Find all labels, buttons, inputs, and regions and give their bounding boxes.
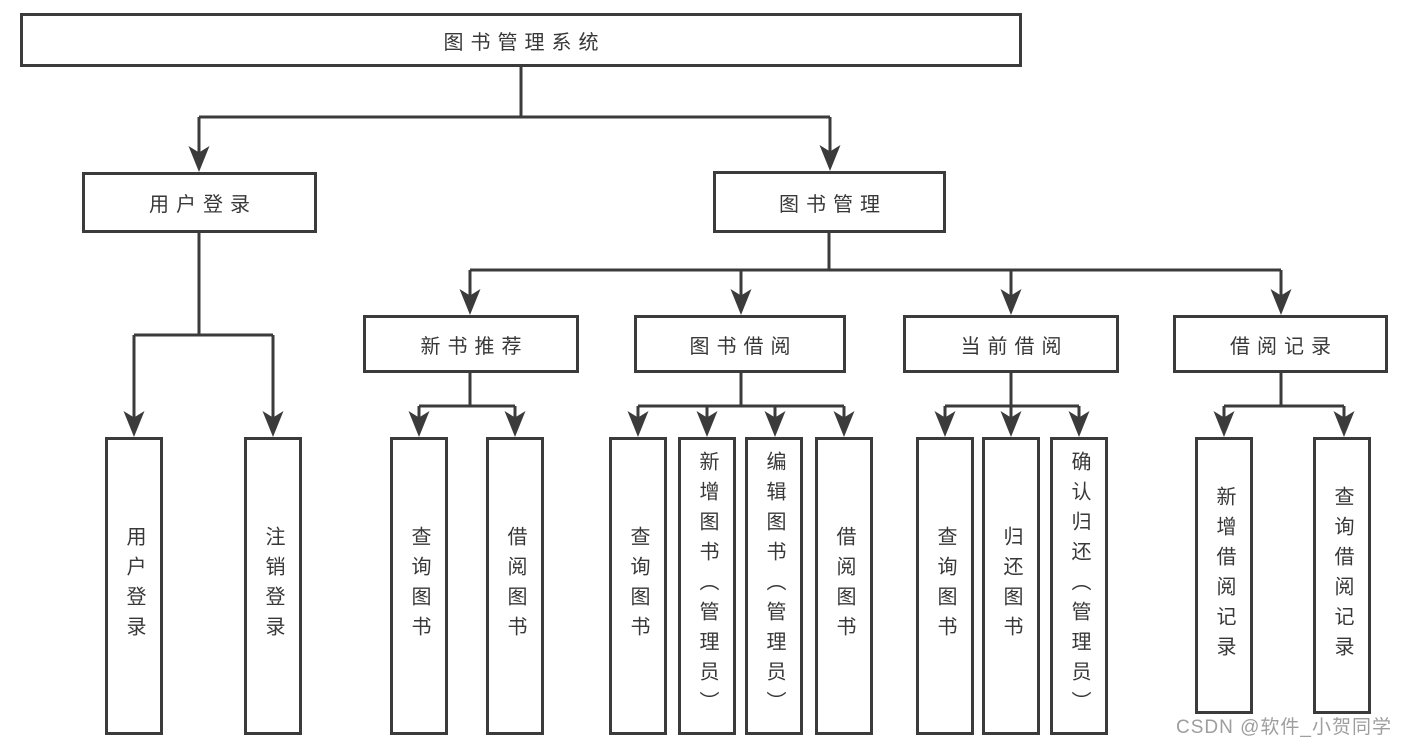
arrowhead-icon xyxy=(123,411,145,437)
leaf-query-books-borrowing-label: 查询图书 xyxy=(627,526,649,646)
node-book-management-label: 图书管理 xyxy=(779,193,887,216)
arrowheads xyxy=(123,145,1355,437)
arrowhead-icon xyxy=(262,411,284,437)
leaf-return-books-label: 归还图书 xyxy=(1000,526,1022,646)
leaf-query-borrow-record-label: 查询借阅记录 xyxy=(1331,485,1353,666)
node-book-borrowing-label: 图书借阅 xyxy=(689,335,798,358)
leaf-logout-label: 注销登录 xyxy=(262,526,284,646)
leaf-logout: 注销登录 xyxy=(244,437,302,735)
node-root: 图书管理系统 xyxy=(20,13,1022,67)
leaf-add-books-admin-label: 新增图书（管理员） xyxy=(696,451,718,721)
leaf-query-books-recommend-label: 查询图书 xyxy=(408,526,430,646)
node-book-borrowing: 图书借阅 xyxy=(634,315,846,373)
node-user-login: 用户登录 xyxy=(82,172,317,233)
arrowhead-icon xyxy=(188,146,210,172)
tree-edges xyxy=(132,67,1346,421)
leaf-query-books-current-label: 查询图书 xyxy=(934,526,956,646)
leaf-query-books-recommend: 查询图书 xyxy=(390,437,448,735)
node-user-login-label: 用户登录 xyxy=(149,194,257,216)
node-new-book-recommendation: 新书推荐 xyxy=(363,315,579,373)
leaf-edit-books-admin: 编辑图书（管理员） xyxy=(745,437,803,735)
arrowhead-icon xyxy=(627,411,649,437)
leaf-query-borrow-record: 查询借阅记录 xyxy=(1313,437,1371,714)
arrowhead-icon xyxy=(1213,411,1235,437)
leaf-add-borrow-record: 新增借阅记录 xyxy=(1195,437,1253,714)
node-borrowing-records: 借阅记录 xyxy=(1173,315,1388,373)
arrowhead-icon xyxy=(1333,411,1355,437)
arrowhead-icon xyxy=(408,411,430,437)
arrowhead-icon xyxy=(459,289,481,315)
leaf-confirm-return-admin: 确认归还（管理员） xyxy=(1050,437,1108,735)
leaf-user-login: 用户登录 xyxy=(105,437,163,735)
node-current-borrowing: 当前借阅 xyxy=(903,315,1119,373)
arrowhead-icon xyxy=(1000,289,1022,315)
leaf-add-books-admin: 新增图书（管理员） xyxy=(678,437,736,735)
leaf-confirm-return-admin-label: 确认归还（管理员） xyxy=(1068,451,1090,721)
arrowhead-icon xyxy=(764,411,786,437)
arrowhead-icon xyxy=(934,411,956,437)
leaf-query-books-borrowing: 查询图书 xyxy=(609,437,667,735)
leaf-query-books-current: 查询图书 xyxy=(916,437,974,735)
leaf-borrow-books-borrowing-label: 借阅图书 xyxy=(833,526,855,646)
leaf-borrow-books-borrowing: 借阅图书 xyxy=(815,437,873,735)
leaf-add-borrow-record-label: 新增借阅记录 xyxy=(1213,485,1235,666)
arrowhead-icon xyxy=(819,145,841,171)
arrowhead-icon xyxy=(1000,411,1022,437)
arrowhead-icon xyxy=(833,411,855,437)
node-new-book-recommendation-label: 新书推荐 xyxy=(420,335,529,358)
node-root-label: 图书管理系统 xyxy=(443,31,606,54)
arrowhead-icon xyxy=(730,289,752,315)
leaf-borrow-books-recommend-label: 借阅图书 xyxy=(504,526,526,646)
node-borrowing-records-label: 借阅记录 xyxy=(1230,335,1338,358)
arrowhead-icon xyxy=(1270,289,1292,315)
leaf-user-login-label: 用户登录 xyxy=(123,526,145,646)
leaf-return-books: 归还图书 xyxy=(982,437,1040,735)
node-book-management: 图书管理 xyxy=(713,171,946,233)
leaf-edit-books-admin-label: 编辑图书（管理员） xyxy=(763,451,785,721)
arrowhead-icon xyxy=(1068,411,1090,437)
leaf-borrow-books-recommend: 借阅图书 xyxy=(486,437,544,735)
watermark: CSDN @软件_小贺同学 xyxy=(1176,717,1392,738)
node-current-borrowing-label: 当前借阅 xyxy=(960,335,1069,358)
arrowhead-icon xyxy=(696,411,718,437)
arrowhead-icon xyxy=(504,411,526,437)
